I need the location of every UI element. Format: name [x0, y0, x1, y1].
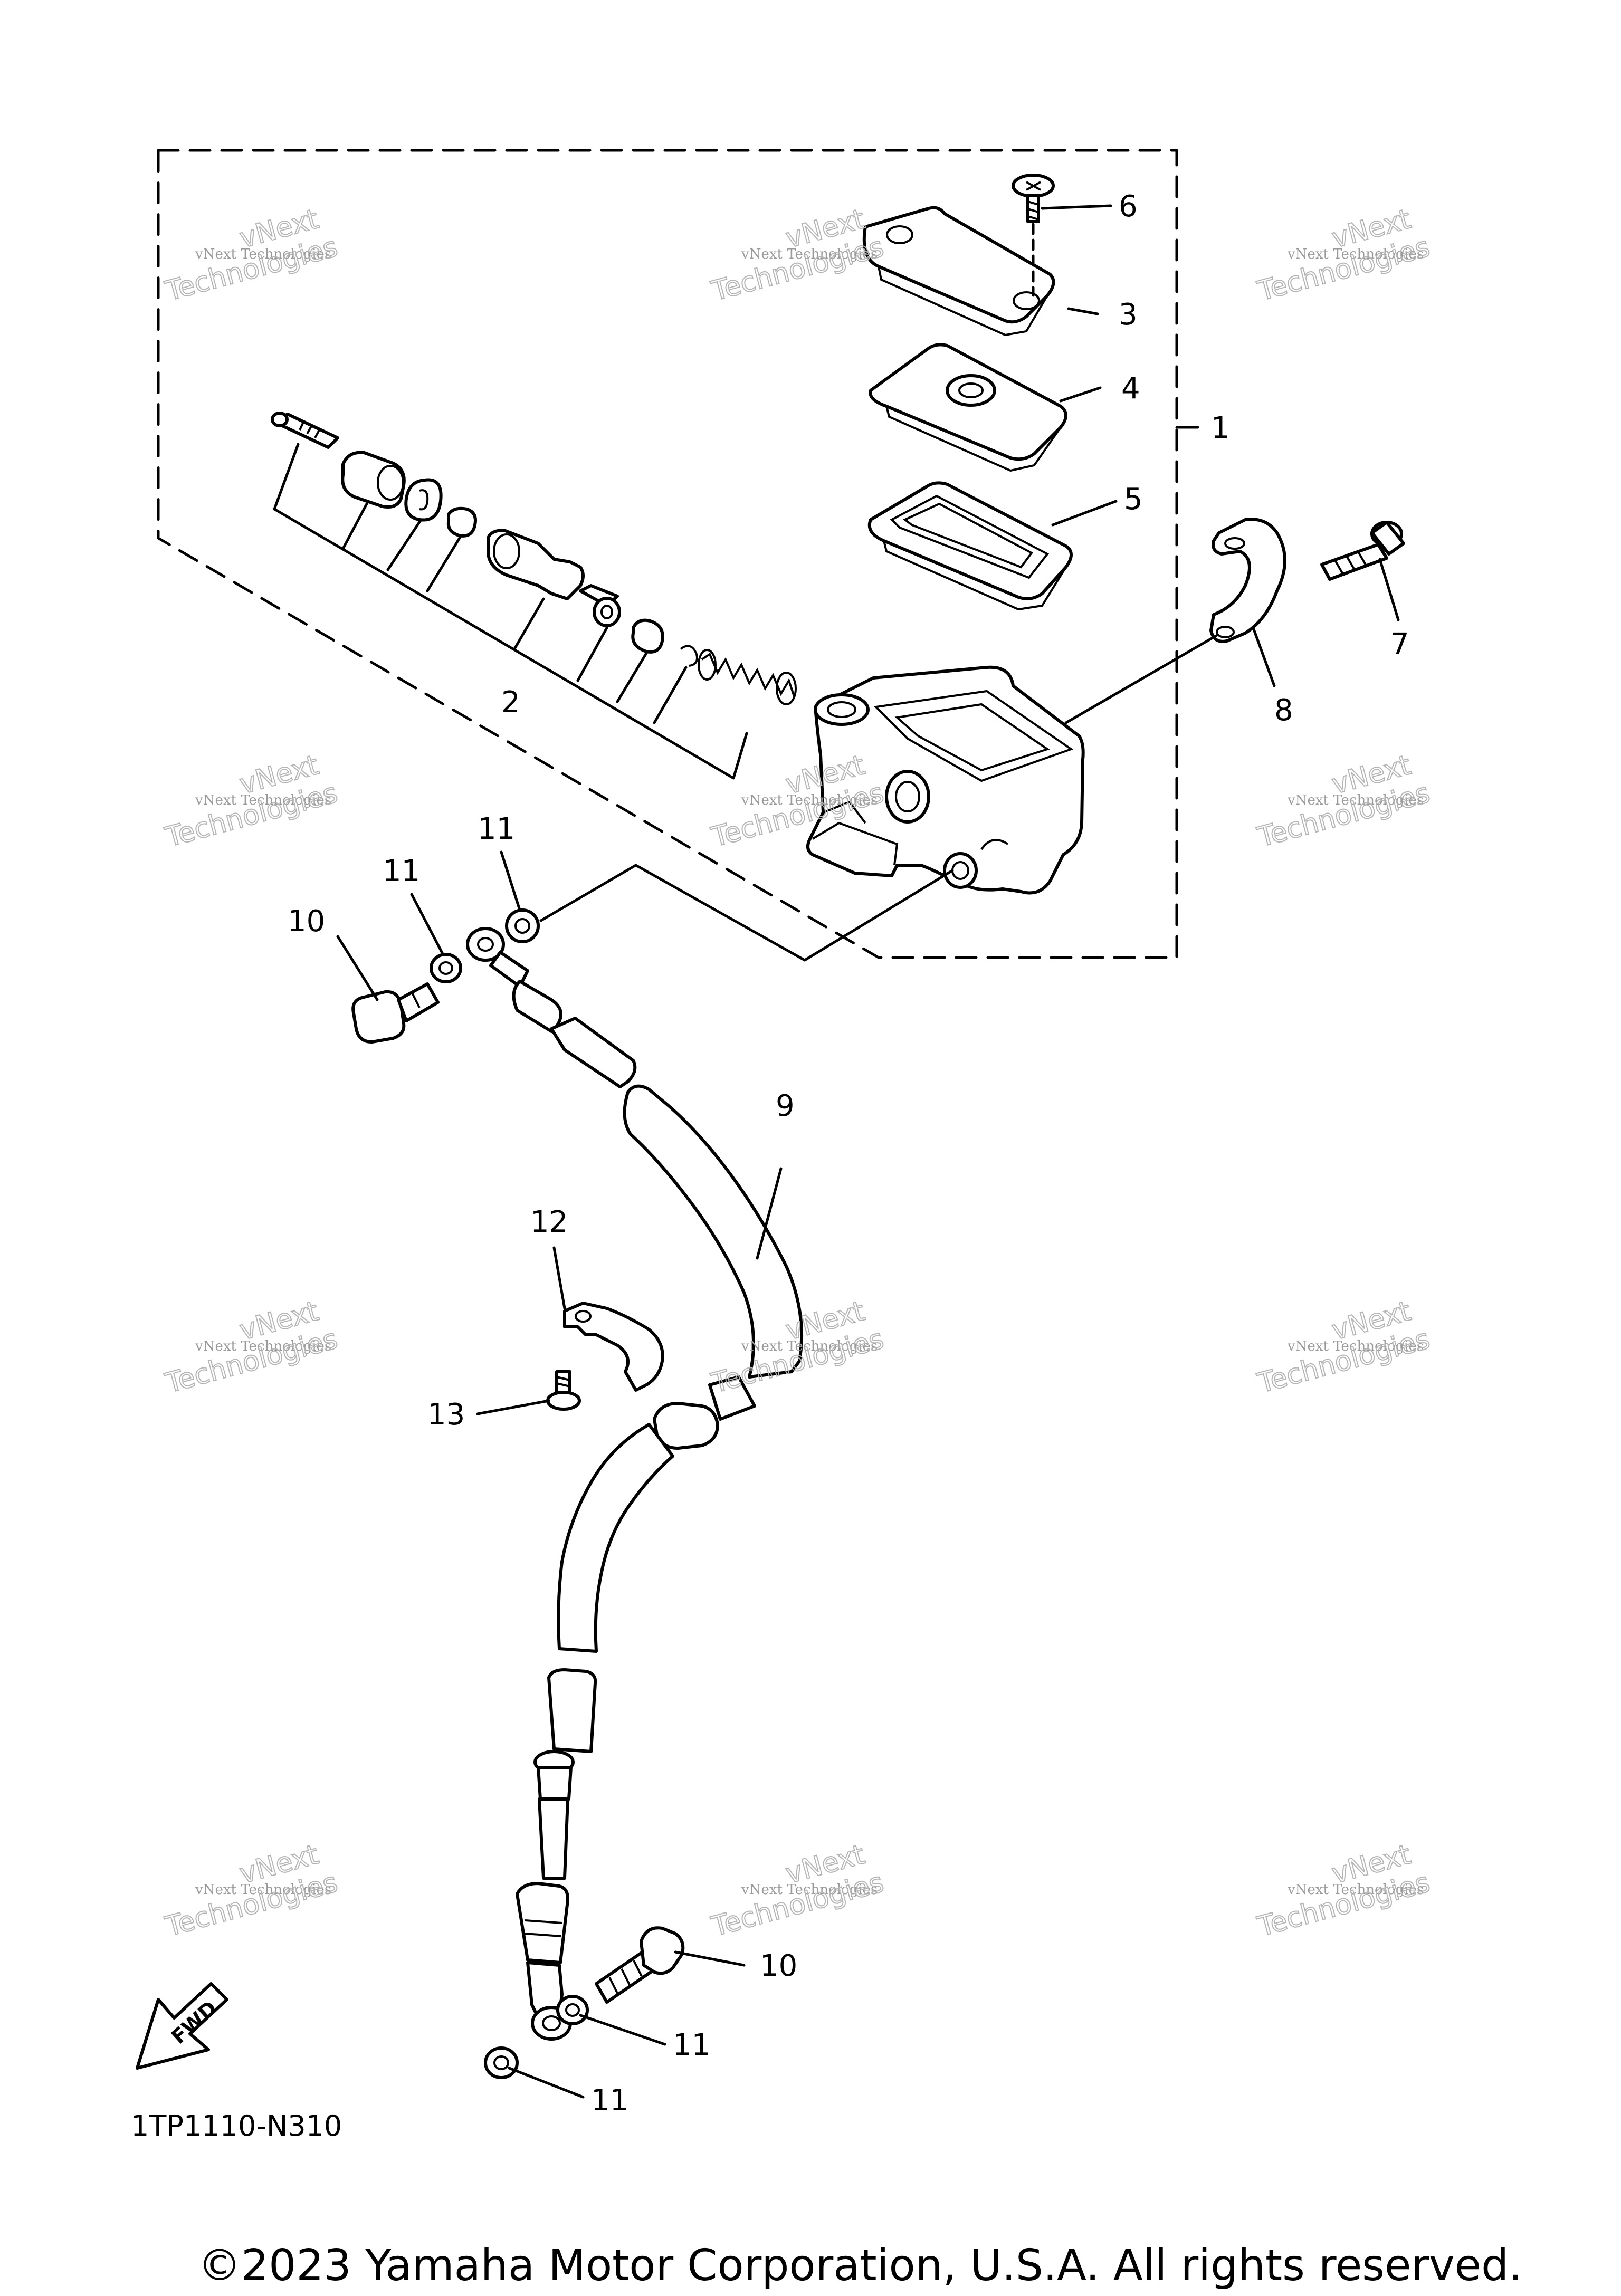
- watermark: vNext Technologies vNext Technologies: [1254, 749, 1434, 854]
- washer-upper-2: [505, 908, 540, 943]
- piston-kit-parts: [271, 412, 797, 705]
- svg-text:vNext Technologies: vNext Technologies: [741, 1338, 878, 1354]
- svg-text:vNext Technologies: vNext Technologies: [1287, 246, 1424, 262]
- callout-11-upper-left: 11: [383, 854, 420, 888]
- callout-4: 4: [1121, 371, 1140, 406]
- piston-kit-bracket: [273, 443, 748, 780]
- callout-11-lower-left: 11: [591, 2083, 628, 2118]
- callout-3: 3: [1119, 298, 1138, 332]
- brake-hose-lower: [516, 1375, 756, 2041]
- callout-7: 7: [1390, 627, 1409, 662]
- svg-text:vNext Technologies: vNext Technologies: [1287, 1338, 1424, 1354]
- master-cylinder-body: [806, 665, 1085, 895]
- callout-10-lower: 10: [760, 1949, 797, 1983]
- svg-text:vNext Technologies: vNext Technologies: [195, 1882, 331, 1898]
- fwd-arrow-icon: FWD: [136, 1982, 228, 2070]
- svg-text:vNext Technologies: vNext Technologies: [741, 792, 878, 808]
- svg-text:vNext Technologies: vNext Technologies: [195, 1338, 331, 1354]
- callout-5: 5: [1124, 482, 1143, 516]
- hose-guide: [563, 1302, 664, 1392]
- brake-hose-upper: [466, 927, 804, 1379]
- watermark: vNext Technologies vNext Technologies: [1254, 1838, 1434, 1944]
- callout-2: 2: [501, 685, 520, 720]
- callout-13: 13: [427, 1398, 465, 1432]
- banjo-bolt-lower: [595, 1926, 685, 2004]
- watermark: vNext Technologies vNext Technologies: [1254, 1295, 1434, 1400]
- callout-1: 1: [1211, 411, 1230, 445]
- callout-6: 6: [1119, 189, 1138, 224]
- washer-lower-1: [556, 1995, 589, 2025]
- svg-text:vNext Technologies: vNext Technologies: [741, 246, 878, 262]
- callout-8: 8: [1274, 693, 1293, 728]
- watermark: vNext Technologies vNext Technologies: [161, 203, 341, 308]
- callout-11-upper-right: 11: [478, 812, 515, 846]
- assembly-boundary: [157, 149, 1178, 959]
- screw-part-6: [1012, 174, 1055, 223]
- svg-text:vNext Technologies: vNext Technologies: [195, 792, 331, 808]
- part-code: 1TP1110-N310: [131, 2109, 342, 2142]
- callout-12: 12: [530, 1205, 568, 1239]
- svg-text:vNext Technologies: vNext Technologies: [741, 1882, 878, 1898]
- bolt-part-13: [546, 1370, 581, 1411]
- watermark: vNext Technologies vNext Technologies: [708, 203, 888, 308]
- leader-lines: [336, 204, 1400, 2099]
- watermark: vNext Technologies vNext Technologies: [1254, 203, 1434, 308]
- watermark: vNext Technologies vNext Technologies: [161, 749, 341, 854]
- watermark: vNext Technologies vNext Technologies: [161, 1295, 341, 1400]
- callout-labels: 1 2 3 4 5 6 7 8 9 10 10 11 11 11 11 12 1…: [288, 189, 1409, 2118]
- diaphragm-plate: [869, 343, 1067, 472]
- copyright-notice: ©2023 Yamaha Motor Corporation, U.S.A. A…: [198, 2241, 1522, 2291]
- svg-text:vNext Technologies: vNext Technologies: [1287, 792, 1424, 808]
- watermark: vNext Technologies vNext Technologies: [708, 1838, 888, 1944]
- bolt-part-7: [1320, 521, 1405, 581]
- gasket: [867, 481, 1073, 611]
- clamp-holder: [1209, 518, 1286, 643]
- watermark: vNext Technologies vNext Technologies: [161, 1838, 341, 1944]
- callout-9: 9: [776, 1089, 795, 1123]
- banjo-bolt-upper: [351, 982, 440, 1044]
- washer-upper-1: [430, 953, 462, 983]
- banjo-connection-line: [539, 864, 954, 962]
- reservoir-cap: [862, 206, 1055, 337]
- washer-lower-2: [484, 2046, 519, 2079]
- callout-10-upper: 10: [288, 904, 325, 939]
- svg-text:vNext Technologies: vNext Technologies: [1287, 1882, 1424, 1898]
- svg-text:vNext Technologies: vNext Technologies: [195, 246, 331, 262]
- callout-11-lower-right: 11: [673, 2028, 710, 2062]
